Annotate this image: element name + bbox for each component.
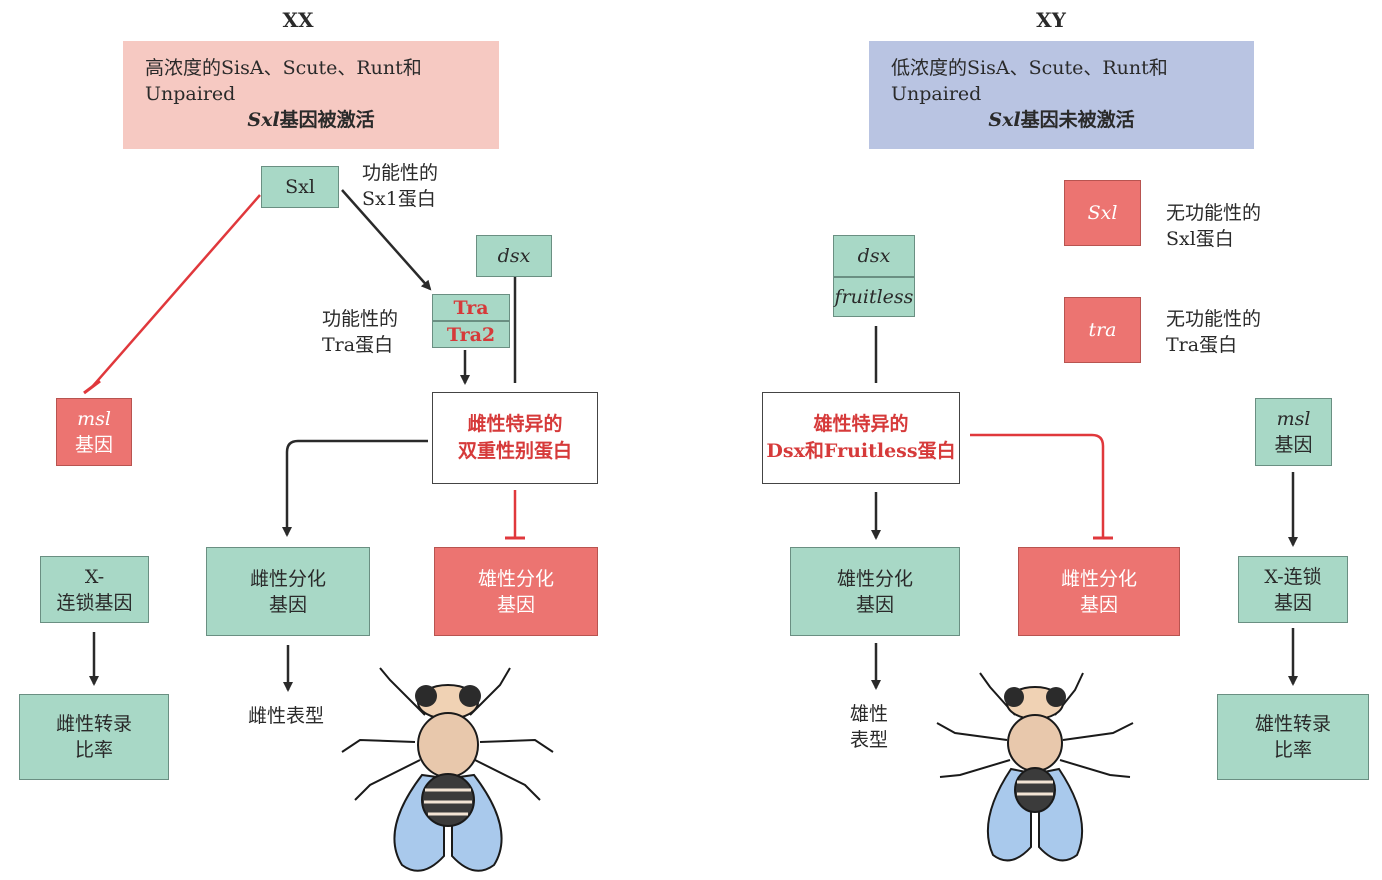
male-fly-illustration <box>936 672 1134 862</box>
female-differentiation-genes-box-inhibited: 雌性分化 基因 <box>1018 547 1180 636</box>
tra-protein-box: Tra <box>432 294 510 321</box>
xy-header-line2: Unpaired <box>891 83 982 105</box>
xy-header-line1: 低浓度的SisA、Scute、Runt和 <box>891 57 1168 79</box>
xx-header-box: 高浓度的SisA、Scute、Runt和 Unpaired Sxl基因被激活 <box>123 41 499 149</box>
xy-title: XY <box>1036 8 1066 32</box>
dsx-gene-box: dsx <box>476 235 552 277</box>
x-linked-genes-box-left: X- 连锁基因 <box>40 556 149 623</box>
female-fly-illustration <box>341 667 554 872</box>
male-differentiation-genes-box-inhibited: 雄性分化 基因 <box>434 547 598 636</box>
xx-title: XX <box>282 8 314 32</box>
male-transcription-rate-box: 雄性转录 比率 <box>1217 694 1369 780</box>
sxl-gene-box: Sxl <box>261 166 339 208</box>
protein-to-female-diff-arrow <box>282 439 428 537</box>
xy-header-box: 低浓度的SisA、Scute、Runt和 Unpaired Sxl基因未被激活 <box>869 41 1254 149</box>
male-specific-dsx-fruitless-protein-box: 雄性特异的 Dsx和Fruitless蛋白 <box>762 392 960 484</box>
male-differentiation-genes-box: 雄性分化 基因 <box>790 547 960 636</box>
female-phenotype-label: 雌性表型 <box>248 705 325 727</box>
dsx-gene-box-right: dsx <box>833 235 915 277</box>
female-specific-doublesex-protein-box: 雌性特异的 双重性别蛋白 <box>432 392 598 484</box>
xx-header-line1: 高浓度的SisA、Scute、Runt和 <box>145 57 422 79</box>
nonfunctional-sxl-protein-label: 无功能性的 Sxl蛋白 <box>1166 202 1262 250</box>
nonfunctional-sxl-box: Sxl <box>1064 180 1141 246</box>
functional-tra-protein-label: 功能性的 Tra蛋白 <box>322 308 399 356</box>
tra2-protein-box: Tra2 <box>432 321 510 348</box>
xy-header-line3: Sxl基因未被激活 <box>988 109 1135 131</box>
sxl-inhibits-msl-line <box>91 194 261 388</box>
male-phenotype-label: 雄性 表型 <box>850 703 889 751</box>
protein-inhibits-female-diff-line <box>970 433 1105 538</box>
functional-sxl-protein-label: 功能性的 Sx1蛋白 <box>362 162 439 210</box>
fruitless-gene-box: fruitless <box>833 277 915 317</box>
female-differentiation-genes-box: 雌性分化 基因 <box>206 547 370 636</box>
xx-header-line2: Unpaired <box>145 83 236 105</box>
sxl-inhibits-msl-bar <box>83 379 101 395</box>
x-linked-genes-box-right: X-连锁 基因 <box>1238 556 1348 623</box>
sxl-to-tra-arrow <box>341 189 432 291</box>
xx-header-line3: Sxl基因被激活 <box>247 109 375 131</box>
nonfunctional-tra-box: tra <box>1064 297 1141 363</box>
nonfunctional-tra-protein-label: 无功能性的 Tra蛋白 <box>1166 308 1262 356</box>
female-transcription-rate-box: 雌性转录 比率 <box>19 694 169 780</box>
